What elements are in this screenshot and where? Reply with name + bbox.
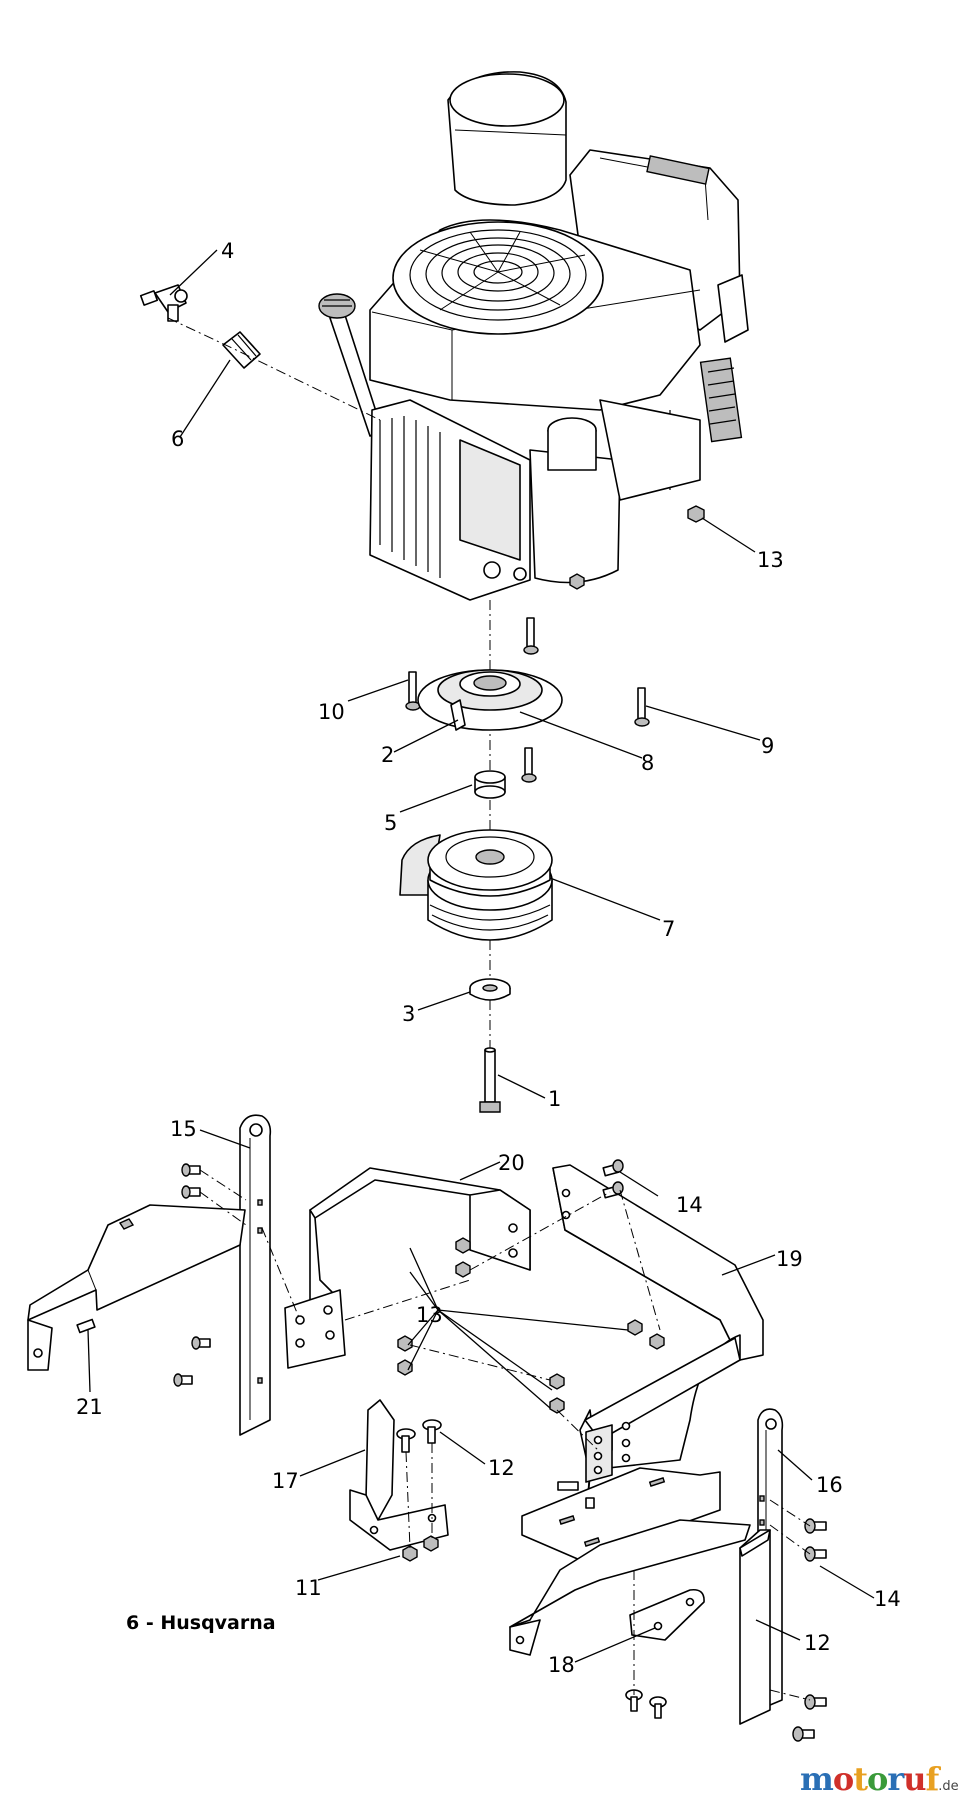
callout-4: 4 — [221, 239, 234, 263]
hex-nuts-11 — [402, 1535, 439, 1562]
oil-drain-adapter — [222, 331, 261, 369]
callout-1: 1 — [548, 1087, 561, 1111]
bracket-left-tall — [27, 1114, 272, 1436]
vertical-l-bracket — [349, 1399, 449, 1551]
bracket-right-lower — [739, 1529, 771, 1725]
callout-13-lower: 13 — [416, 1303, 443, 1327]
callout-10: 10 — [318, 700, 345, 724]
strap-plate — [629, 1588, 705, 1641]
hex-nuts-13 — [397, 1237, 665, 1414]
fitting-axis-line — [167, 317, 381, 421]
carriage-bolts — [396, 1419, 442, 1453]
bolts-strap — [625, 1689, 667, 1719]
mount-bracket-large — [521, 1164, 764, 1561]
logo-letter: o — [866, 1760, 888, 1798]
callout-17: 17 — [272, 1469, 299, 1493]
callout-21: 21 — [76, 1395, 103, 1419]
logo-letter: m — [800, 1760, 834, 1798]
callout-8: 8 — [641, 751, 654, 775]
callout-9: 9 — [761, 734, 774, 758]
callout-2: 2 — [381, 743, 394, 767]
mount-bracket-u — [284, 1167, 531, 1369]
callout-13-upper: 13 — [757, 548, 784, 572]
logo-letter: u — [903, 1760, 926, 1798]
callout-20: 20 — [498, 1151, 525, 1175]
callout-6-upper: 6 — [171, 427, 184, 451]
logo-letter: o — [832, 1760, 854, 1798]
leader-lines — [87, 249, 875, 1663]
pulley-assembly — [399, 617, 650, 1113]
callout-12-upper: 12 — [488, 1456, 515, 1480]
callout-12-lower: 12 — [804, 1631, 831, 1655]
motoruf-logo: motoruf.de — [800, 1760, 959, 1798]
callout-7: 7 — [662, 917, 675, 941]
callout-labels: 4 6 13 10 2 8 9 5 7 3 1 15 20 14 19 13 2… — [76, 239, 901, 1677]
engine-assembly — [318, 71, 749, 601]
logo-letter: t — [853, 1760, 868, 1798]
callout-18: 18 — [548, 1653, 575, 1677]
logo-letter: r — [887, 1760, 904, 1798]
logo-letter: f — [925, 1760, 939, 1798]
callout-11: 11 — [295, 1576, 322, 1600]
logo-suffix: .de — [938, 1779, 959, 1794]
callout-19: 19 — [776, 1247, 803, 1271]
bolts-14-lower — [792, 1518, 827, 1742]
callout-16: 16 — [816, 1473, 843, 1497]
callout-14-lower: 14 — [874, 1587, 901, 1611]
assembly-lines — [199, 1169, 811, 1701]
callout-3: 3 — [402, 1002, 415, 1026]
oil-drain-fitting — [139, 284, 188, 322]
callout-5: 5 — [384, 811, 397, 835]
callout-15: 15 — [170, 1117, 197, 1141]
bracket-left-bolts — [173, 1163, 211, 1387]
diagram-caption: 6 - Husqvarna — [126, 1612, 276, 1634]
callout-14-upper: 14 — [676, 1193, 703, 1217]
bolts-14-upper — [602, 1159, 624, 1199]
